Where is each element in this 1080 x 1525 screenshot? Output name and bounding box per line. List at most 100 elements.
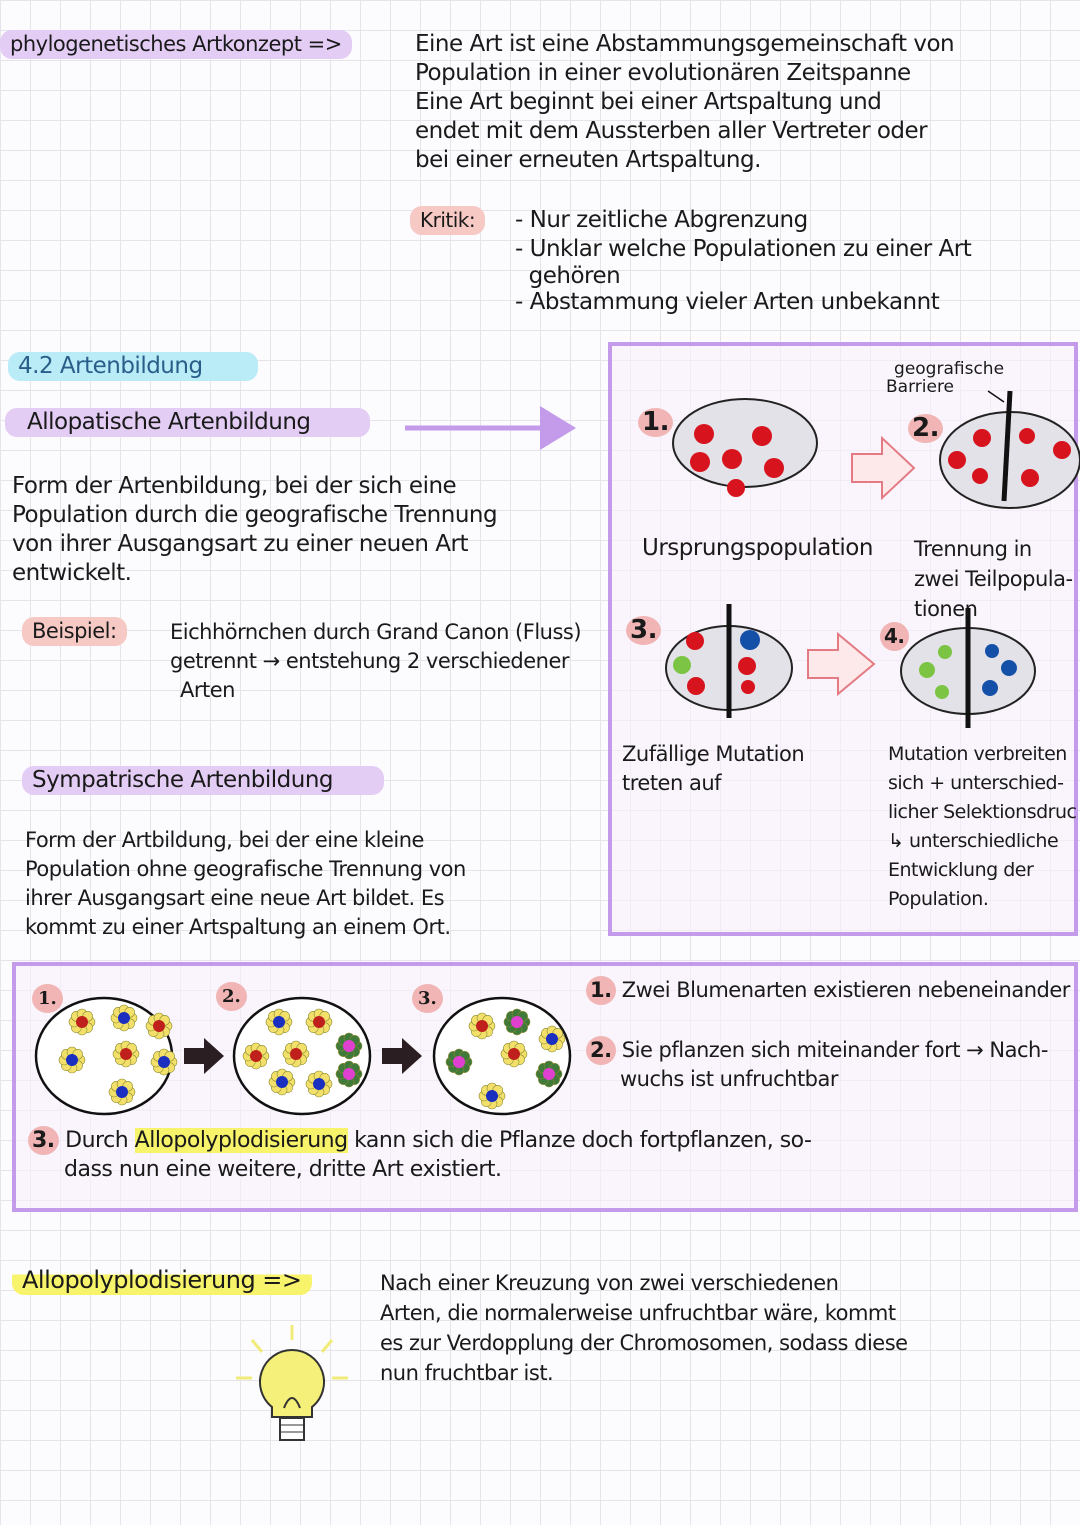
arrow-right-icon <box>405 406 576 450</box>
note-2: 2. Sie pflanzen sich miteinander fort → … <box>586 1036 1048 1094</box>
text-line: endet mit dem Aussterben aller Vertreter… <box>415 118 928 144</box>
text-line: tionen <box>914 597 978 621</box>
text-line: getrennt → entstehung 2 verschiedener <box>170 649 570 673</box>
text-line: kommt zu einer Artspaltung an einem Ort. <box>25 915 451 939</box>
flower <box>276 1076 288 1088</box>
step-number: 1. <box>638 408 673 437</box>
text-line: es zur Verdopplung der Chromosomen, soda… <box>380 1331 908 1355</box>
text-line: von ihrer Ausgangsart zu einer neuen Art <box>12 531 468 557</box>
flower <box>343 1068 355 1080</box>
step-number: 2. <box>908 414 943 443</box>
step-caption: Ursprungspopulation <box>642 535 873 561</box>
text-line: Durch Allopolyplodisierung kann sich die… <box>65 1128 812 1153</box>
list-item: - Unklar welche Populationen zu einer Ar… <box>515 236 972 262</box>
population-diagram <box>665 390 1080 728</box>
step-caption: Trennung in zwei Teilpopula- tionen <box>914 534 1073 624</box>
kritik-label: Kritik: <box>410 206 486 235</box>
text-line: bei einer erneuten Artspaltung. <box>415 147 761 173</box>
phylo-heading: phylogenetisches Artkonzept => <box>0 30 352 59</box>
arrow-icon <box>851 435 916 501</box>
text-line: zwei Teilpopula- <box>914 567 1073 591</box>
step-number: 3. <box>412 984 443 1013</box>
text-line: licher Selektionsdruck <box>888 801 1078 823</box>
text-line: Population durch die geografische Trennu… <box>12 502 498 528</box>
flower <box>120 1048 132 1060</box>
flower <box>486 1090 498 1102</box>
sympatric-text: Form der Artbildung, bei der eine kleine… <box>25 826 466 942</box>
flower <box>313 1016 325 1028</box>
list-item: - Nur zeitliche Abgrenzung <box>515 207 808 233</box>
note-number: 1. <box>586 976 616 1005</box>
note-number: 2. <box>586 1036 616 1065</box>
text-line: Eichhörnchen durch Grand Canon (Fluss) <box>170 620 582 644</box>
text-line: Nach einer Kreuzung von zwei verschieden… <box>380 1271 839 1295</box>
flower <box>546 1033 558 1045</box>
text-line: Barriere <box>886 377 955 397</box>
flower <box>250 1050 262 1062</box>
flower <box>343 1040 355 1052</box>
step-3-population <box>665 604 793 718</box>
note-1: 1. Zwei Blumenarten existieren nebeneina… <box>586 976 1070 1005</box>
text-line: ihrer Ausgangsart eine neue Art bildet. … <box>25 886 445 910</box>
phylo-definition: Eine Art ist eine Abstammungsgemeinschaf… <box>415 30 955 175</box>
text-line: entwickelt. <box>12 560 132 586</box>
note-number: 3. <box>28 1126 59 1155</box>
flower <box>543 1068 555 1080</box>
arrow-icon <box>807 631 876 697</box>
text-line: Arten, die normalerweise unfruchtbar wär… <box>380 1301 896 1325</box>
text-line: geografische <box>894 359 1005 379</box>
lightbulb-icon <box>236 1325 348 1441</box>
text-line: treten auf <box>622 771 722 795</box>
step-caption: Mutation verbreiten sich + unterschied- … <box>888 740 1078 914</box>
flower <box>511 1016 523 1028</box>
flower <box>273 1016 285 1028</box>
step-number: 3. <box>626 616 661 645</box>
barrier-label: geografische Barriere <box>886 360 1004 396</box>
flower-populations <box>34 996 572 1116</box>
flower <box>66 1054 78 1066</box>
text-line: Population. <box>888 888 989 910</box>
text-line: Sie pflanzen sich miteinander fort → Nac… <box>621 1038 1049 1062</box>
flower <box>116 1086 128 1098</box>
step-caption: Zufällige Mutation treten auf <box>622 740 805 798</box>
text-line: Population in einer evolutionären Zeitsp… <box>415 60 911 86</box>
allopatric-heading: Allopatische Artenbildung <box>5 408 370 437</box>
text-line: Eine Art ist eine Abstammungsgemeinschaf… <box>415 31 955 57</box>
text-line: Zufällige Mutation <box>622 742 805 766</box>
allopoly-heading: Allopolyplodisierung => <box>12 1266 312 1295</box>
text-line: Form der Artenbildung, bei der sich eine <box>12 473 457 499</box>
allopatric-text: Form der Artenbildung, bei der sich eine… <box>12 472 498 588</box>
step-4-population <box>900 608 1036 728</box>
step-1-population <box>672 398 818 497</box>
text-line: wuchs ist unfruchtbar <box>620 1067 839 1091</box>
text-line: Trennung in <box>914 537 1032 561</box>
flower <box>453 1056 465 1068</box>
text-line: nun fruchtbar ist. <box>380 1361 554 1385</box>
flower <box>290 1048 302 1060</box>
example-text: Eichhörnchen durch Grand Canon (Fluss) g… <box>170 618 582 705</box>
flower <box>313 1078 325 1090</box>
text-line: Form der Artbildung, bei der eine kleine <box>25 828 424 852</box>
step-number: 1. <box>32 984 63 1013</box>
text-line: Eine Art beginnt bei einer Artspaltung u… <box>415 89 882 115</box>
text-line: ↳ unterschiedliche <box>888 830 1059 852</box>
text-line: Zwei Blumenarten existieren nebeneinande… <box>621 978 1071 1002</box>
text-line: Population ohne geografische Trennung vo… <box>25 857 466 881</box>
flower <box>118 1012 130 1024</box>
list-item: - Abstammung vieler Arten unbekannt <box>515 289 940 315</box>
text-line: dass nun eine weitere, dritte Art existi… <box>64 1157 502 1182</box>
step-2-population <box>939 390 1080 509</box>
step-number: 4. <box>880 622 909 651</box>
text-line: Mutation verbreiten <box>888 743 1067 765</box>
sympatric-diagram: 1. 2. 3. 1. Zwei Blumenarten existieren … <box>12 962 1078 1212</box>
flower <box>158 1056 170 1068</box>
flower <box>476 1020 488 1032</box>
allopatric-diagram: geografische Barriere 1. 2. 3. 4. Urspru… <box>608 342 1080 936</box>
arrow-icon <box>184 1038 224 1074</box>
example-label: Beispiel: <box>22 617 127 646</box>
allopoly-text: Nach einer Kreuzung von zwei verschieden… <box>380 1268 908 1388</box>
arrow-icon <box>382 1038 422 1074</box>
note-3: 3. Durch Allopolyplodisierung kann sich … <box>28 1126 812 1184</box>
flower <box>76 1016 88 1028</box>
highlighted-term: Allopolyplodisierung <box>134 1128 348 1153</box>
